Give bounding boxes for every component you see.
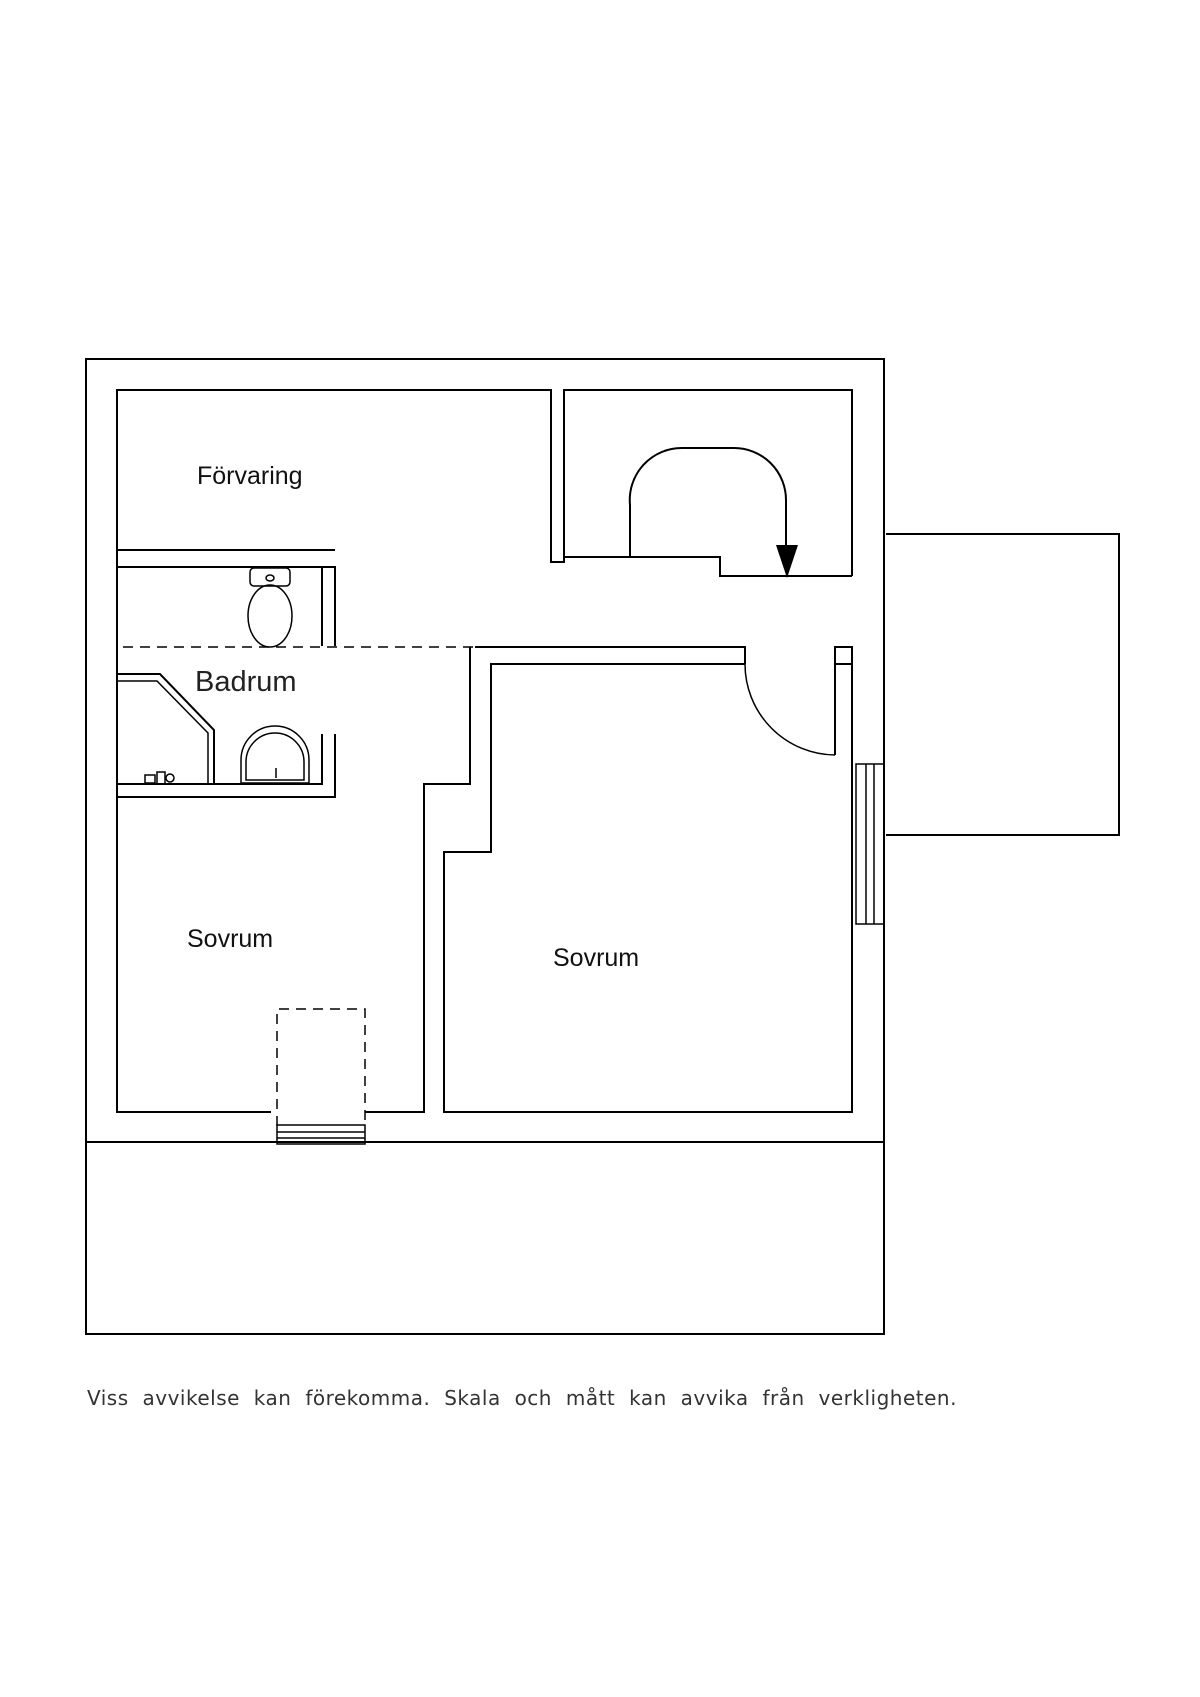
window-right (855, 763, 885, 925)
window-bottom (276, 1124, 366, 1145)
stair-direction-arrow-icon (776, 545, 798, 578)
shower-icon (117, 673, 215, 785)
disclaimer-text: Viss avvikelse kan förekomma. Skala och … (87, 1386, 957, 1410)
staircase (564, 446, 852, 578)
toilet-icon (247, 567, 293, 648)
bathroom-walls (116, 550, 336, 1112)
bedroom-left-wall (116, 797, 271, 1113)
storage-wall (116, 389, 853, 576)
room-label-forvaring: Förvaring (197, 462, 303, 490)
bedroom-right-wall (443, 663, 853, 1113)
room-label-sovrum-right: Sovrum (553, 944, 639, 972)
corridor-wall (475, 646, 746, 664)
outer-wall (85, 358, 885, 1335)
corridor-wall-right (834, 646, 853, 1112)
roof-hatch-dashed (276, 1008, 366, 1126)
sink-icon (240, 725, 310, 784)
bedroom-left-wall-right (365, 647, 471, 1113)
door-swing (744, 663, 836, 756)
room-label-sovrum-left: Sovrum (187, 925, 273, 953)
room-label-badrum: Badrum (195, 666, 297, 698)
balcony-outline (886, 533, 1120, 836)
